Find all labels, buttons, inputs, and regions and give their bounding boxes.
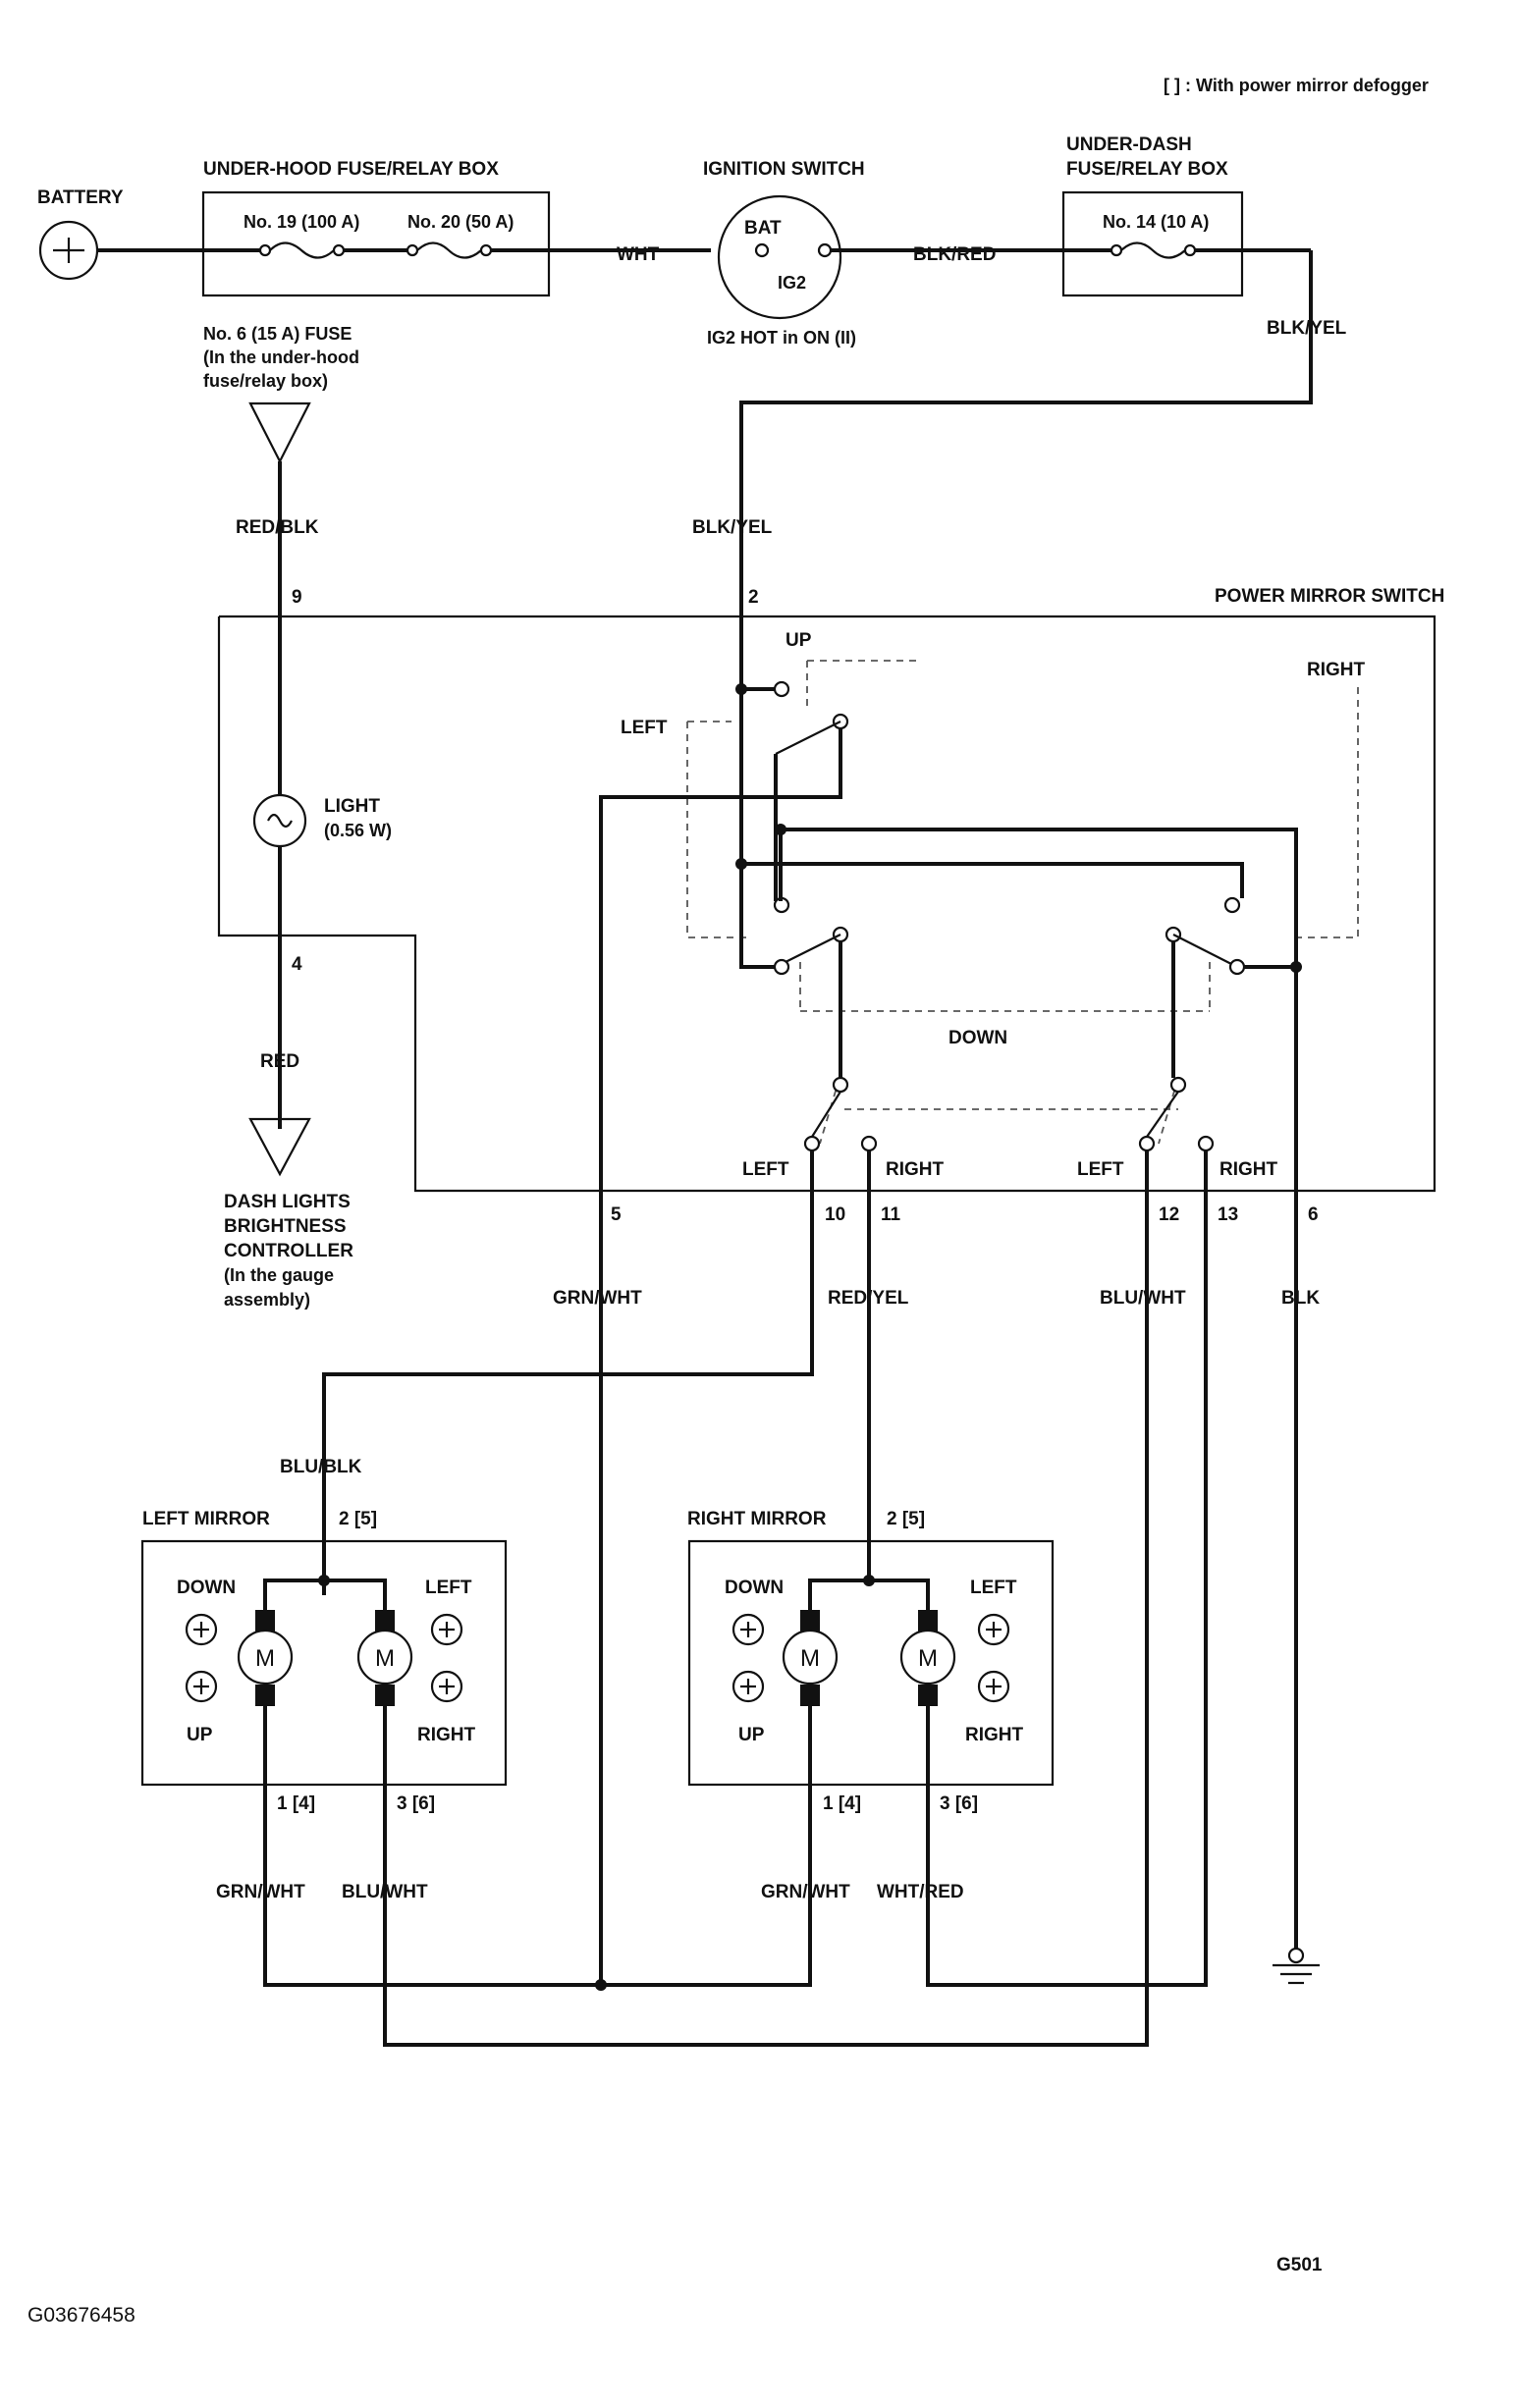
fuse-19-icon bbox=[258, 241, 346, 259]
legend-note: [ ] : With power mirror defogger bbox=[1164, 76, 1429, 95]
dash-label-1: DASH LIGHTS bbox=[224, 1192, 351, 1212]
wire-blu-blk-label: BLU/BLK bbox=[280, 1457, 362, 1477]
selector-left-a-label: LEFT bbox=[742, 1159, 789, 1180]
underhood-box-label: UNDER-HOOD FUSE/RELAY BOX bbox=[203, 159, 499, 180]
wire-blk-red-label: BLK/RED bbox=[913, 244, 996, 265]
switch-down-label: DOWN bbox=[948, 1028, 1007, 1048]
left-mirror-plus-icons bbox=[185, 1613, 463, 1703]
right-mirror-wire-grn-wht: GRN/WHT bbox=[761, 1882, 850, 1902]
wire-blk-yel-top-label: BLK/YEL bbox=[1267, 318, 1347, 339]
pin-4-label: 4 bbox=[292, 954, 302, 975]
wire-grn-wht-label: GRN/WHT bbox=[553, 1288, 642, 1309]
right-mirror-down-label: DOWN bbox=[725, 1578, 784, 1598]
underhood-fuse-box bbox=[201, 190, 551, 297]
selector-right-a-label: RIGHT bbox=[886, 1159, 945, 1180]
right-mirror-motor-updown: M bbox=[782, 1610, 839, 1706]
pin-2-label: 2 bbox=[748, 587, 759, 608]
pin-5-label: 5 bbox=[611, 1204, 622, 1225]
fuse-19-label: No. 19 (100 A) bbox=[244, 212, 359, 232]
left-mirror-motor-leftright: M bbox=[356, 1610, 413, 1706]
dash-label-4: (In the gauge bbox=[224, 1265, 334, 1285]
left-mirror-pin1: 1 [4] bbox=[277, 1793, 315, 1814]
pin-12-label: 12 bbox=[1159, 1204, 1179, 1225]
ignition-label: IGNITION SWITCH bbox=[703, 159, 865, 180]
underdash-fuse-box bbox=[1061, 190, 1244, 297]
wire-red-blk-label: RED/BLK bbox=[236, 517, 319, 538]
right-mirror-plus-icons bbox=[731, 1613, 1010, 1703]
motor-m-label: M bbox=[918, 1645, 938, 1672]
wire-red-label: RED bbox=[260, 1051, 299, 1072]
selector-left-b-label: LEFT bbox=[1077, 1159, 1124, 1180]
light-bulb-icon bbox=[252, 793, 307, 848]
fuse-6-connector-icon bbox=[248, 401, 311, 464]
left-mirror-wire-grn-wht: GRN/WHT bbox=[216, 1882, 305, 1902]
selector-right-b-label: RIGHT bbox=[1219, 1159, 1278, 1180]
fuse-14-label: No. 14 (10 A) bbox=[1103, 212, 1209, 232]
wire-wht-label: WHT bbox=[617, 244, 660, 265]
battery-icon bbox=[38, 220, 99, 281]
ignition-bat-label: BAT bbox=[744, 218, 782, 239]
pin-9-label: 9 bbox=[292, 587, 302, 608]
fuse-20-icon bbox=[406, 241, 493, 259]
left-mirror-down-label: DOWN bbox=[177, 1578, 236, 1598]
ground-label: G501 bbox=[1276, 2255, 1323, 2275]
wire-blk-label: BLK bbox=[1281, 1288, 1320, 1309]
dash-label-3: CONTROLLER bbox=[224, 1241, 353, 1261]
switch-title: POWER MIRROR SWITCH bbox=[1215, 586, 1444, 607]
right-mirror-left-label: LEFT bbox=[970, 1578, 1017, 1598]
ignition-note: IG2 HOT in ON (II) bbox=[707, 328, 856, 348]
light-label-2: (0.56 W) bbox=[324, 821, 392, 840]
wire-blu-wht-label: BLU/WHT bbox=[1100, 1288, 1186, 1309]
left-mirror-pin3: 3 [6] bbox=[397, 1793, 435, 1814]
right-mirror-pin1: 1 [4] bbox=[823, 1793, 861, 1814]
left-mirror-top-pin: 2 [5] bbox=[339, 1509, 377, 1529]
ignition-ig2-label: IG2 bbox=[778, 273, 806, 293]
left-mirror-wire-blu-wht: BLU/WHT bbox=[342, 1882, 428, 1902]
right-mirror-box bbox=[687, 1539, 1055, 1787]
dash-label-5: assembly) bbox=[224, 1290, 310, 1310]
left-mirror-box bbox=[140, 1539, 508, 1787]
left-mirror-right-label: RIGHT bbox=[417, 1725, 476, 1745]
wire-red-yel-label: RED/YEL bbox=[828, 1288, 909, 1309]
left-mirror-up-label: UP bbox=[187, 1725, 213, 1745]
fuse-6-label-2: (In the under-hood bbox=[203, 348, 359, 367]
wire-blk-yel-label: BLK/YEL bbox=[692, 517, 773, 538]
fuse-20-label: No. 20 (50 A) bbox=[407, 212, 514, 232]
ignition-switch-icon bbox=[717, 194, 842, 320]
left-mirror-motor-updown: M bbox=[237, 1610, 294, 1706]
fuse-6-label-1: No. 6 (15 A) FUSE bbox=[203, 324, 352, 344]
fuse-6-label-3: fuse/relay box) bbox=[203, 371, 328, 391]
figure-id: G03676458 bbox=[27, 2304, 135, 2327]
underdash-box-label-1: UNDER-DASH bbox=[1066, 134, 1192, 155]
right-mirror-pin3: 3 [6] bbox=[940, 1793, 978, 1814]
battery-label: BATTERY bbox=[37, 187, 124, 208]
motor-m-label: M bbox=[800, 1645, 820, 1672]
power-mirror-switch-box bbox=[217, 615, 1436, 1193]
switch-up-label: UP bbox=[786, 630, 812, 651]
right-mirror-right-label: RIGHT bbox=[965, 1725, 1024, 1745]
fuse-14-icon bbox=[1110, 241, 1197, 259]
pin-6-label: 6 bbox=[1308, 1204, 1319, 1225]
pin-10-label: 10 bbox=[825, 1204, 845, 1225]
switch-left-label: LEFT bbox=[621, 718, 668, 738]
pin-13-label: 13 bbox=[1218, 1204, 1238, 1225]
ground-icon bbox=[1273, 1947, 1320, 1985]
right-mirror-motor-leftright: M bbox=[899, 1610, 956, 1706]
right-mirror-top-pin: 2 [5] bbox=[887, 1509, 925, 1529]
right-mirror-up-label: UP bbox=[738, 1725, 765, 1745]
pin-11-label: 11 bbox=[881, 1204, 901, 1225]
light-label-1: LIGHT bbox=[324, 796, 380, 817]
motor-m-label: M bbox=[255, 1645, 275, 1672]
underdash-box-label-2: FUSE/RELAY BOX bbox=[1066, 159, 1228, 180]
motor-m-label: M bbox=[375, 1645, 395, 1672]
left-mirror-left-label: LEFT bbox=[425, 1578, 472, 1598]
right-mirror-wire-wht-red: WHT/RED bbox=[877, 1882, 964, 1902]
dash-connector-icon bbox=[248, 1117, 311, 1177]
dash-label-2: BRIGHTNESS bbox=[224, 1216, 347, 1237]
left-mirror-title: LEFT MIRROR bbox=[142, 1509, 270, 1529]
switch-right-label: RIGHT bbox=[1307, 660, 1366, 680]
right-mirror-title: RIGHT MIRROR bbox=[687, 1509, 827, 1529]
